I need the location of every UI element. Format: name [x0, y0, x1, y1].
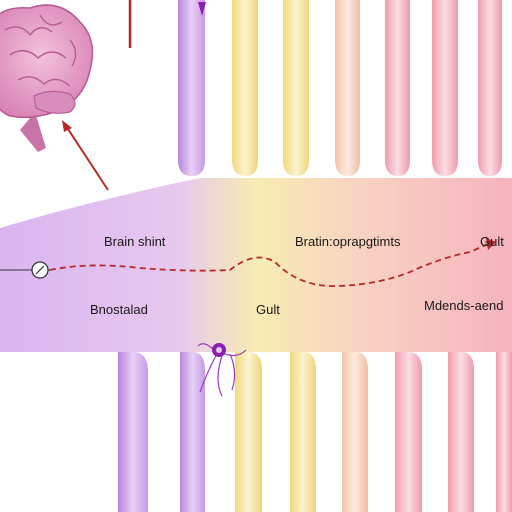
brain-icon — [0, 4, 94, 152]
circle-node-icon — [31, 261, 49, 279]
lower-gaps — [150, 360, 494, 512]
label-bottom-right: Mdends-aend — [424, 298, 504, 313]
label-gut-center: Gult — [256, 302, 280, 317]
signal-arrows — [62, 0, 206, 191]
label-gut-top-right: Gult — [480, 234, 504, 249]
neuron-icon — [197, 343, 247, 397]
intestine-tube — [0, 178, 512, 352]
lower-villi — [118, 352, 512, 512]
label-brain-shift: Brain shint — [104, 234, 166, 249]
label-bottom-left: Bnostalad — [90, 302, 148, 317]
pathway-arrowhead — [486, 238, 496, 250]
label-brain-top-mid: Bratin:oprapgtimts — [295, 234, 401, 249]
upper-villi — [178, 0, 502, 176]
nerve-pathway — [49, 243, 489, 287]
